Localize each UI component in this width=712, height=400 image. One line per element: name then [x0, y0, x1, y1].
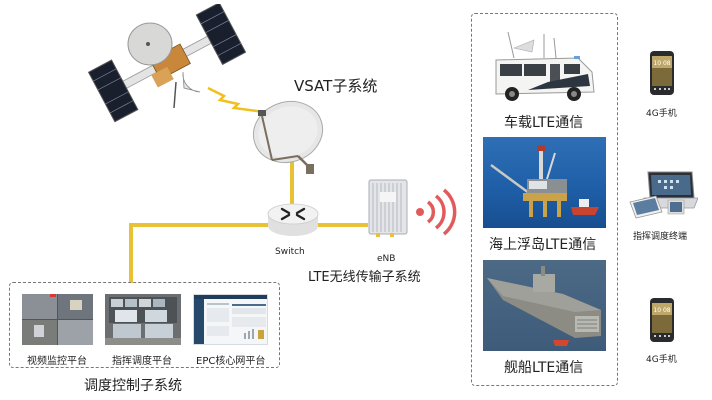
dispatch-terminal-label: 指挥调度终端 — [633, 232, 688, 242]
wire-vsat-to-switch — [290, 160, 294, 208]
vsat-dish-icon — [248, 96, 328, 176]
4g-phone-icon: 10 08 — [649, 50, 675, 96]
lte-transport-subsystem-title: LTE无线传输子系统 — [308, 270, 421, 285]
satellite-icon — [88, 4, 248, 124]
lightning-icon — [206, 84, 268, 114]
dispatch-terminal-icon — [628, 168, 698, 220]
video-monitoring-platform-image — [22, 294, 93, 345]
wire-switch-to-dispatch-v — [129, 223, 133, 283]
warship-lte-image — [483, 260, 606, 351]
dispatch-subsystem-title: 调度控制子系统 — [84, 378, 182, 394]
wireless-signal-icon — [412, 188, 462, 238]
switch-icon — [266, 200, 320, 238]
offshore-platform-lte-image — [483, 137, 606, 228]
offshore-platform-lte-label: 海上浮岛LTE通信 — [489, 237, 597, 253]
vehicle-lte-label: 车载LTE通信 — [504, 115, 584, 131]
wire-switch-to-enb — [318, 223, 368, 227]
warship-lte-label: 舰船LTE通信 — [504, 360, 584, 376]
4g-phone-label: 4G手机 — [646, 109, 677, 119]
epc-core-platform-image — [193, 294, 268, 345]
vehicle-lte-image — [488, 28, 600, 106]
enb-label: eNB — [377, 254, 396, 264]
vsat-subsystem-title: VSAT子系统 — [294, 77, 378, 95]
switch-label: Switch — [275, 247, 305, 257]
video-monitoring-platform-label: 视频监控平台 — [27, 356, 87, 367]
dispatch-subsystem-box — [9, 282, 280, 368]
4g-phone-icon-2: 10 08 — [649, 297, 675, 343]
command-dispatch-platform-image — [105, 294, 181, 345]
4g-phone-label-2: 4G手机 — [646, 355, 677, 365]
phone-clock-2: 10 08 — [653, 307, 670, 314]
lte-scenarios-box — [471, 13, 618, 386]
command-dispatch-platform-label: 指挥调度平台 — [112, 356, 172, 367]
phone-clock: 10 08 — [653, 60, 670, 67]
wire-switch-to-dispatch-h — [129, 223, 269, 227]
epc-core-platform-label: EPC核心网平台 — [196, 356, 266, 367]
enb-device-icon — [368, 178, 408, 238]
